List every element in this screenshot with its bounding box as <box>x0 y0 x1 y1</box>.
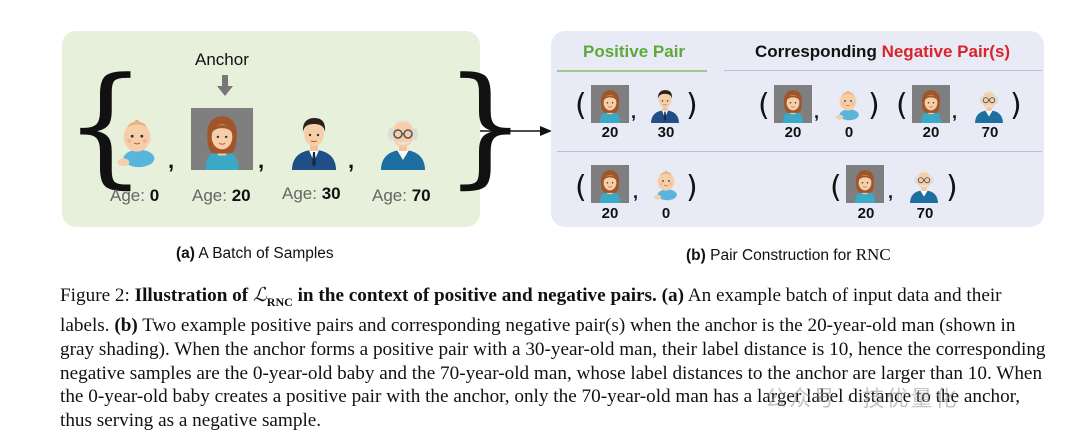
age-label: Age: 70 <box>372 186 431 205</box>
age-label: Age: 30 <box>282 184 341 203</box>
age-label: Age: 20 <box>192 186 251 205</box>
age-number: 20 <box>601 124 619 141</box>
panel-a-caption: (a) A Batch of Samples <box>176 245 334 262</box>
pair-panel <box>551 31 1044 227</box>
comma: , <box>814 102 820 122</box>
close-paren: ) <box>946 170 958 205</box>
panel-b-caption: (b) Pair Construction for RNC <box>686 245 891 264</box>
comma: , <box>888 182 894 202</box>
age-number: 0 <box>844 124 854 141</box>
comma: , <box>952 102 958 122</box>
young-woman-icon <box>846 165 884 203</box>
comma: , <box>258 148 265 173</box>
baby-icon <box>830 85 866 123</box>
comma: , <box>633 182 639 202</box>
open-paren: ( <box>575 170 587 205</box>
comma: , <box>631 102 637 122</box>
young-woman-icon <box>591 85 629 123</box>
anchor-label: Anchor <box>195 50 249 69</box>
open-paren: ( <box>575 88 587 123</box>
positive-underline <box>557 70 707 72</box>
old-man-icon <box>905 165 943 203</box>
negative-underline <box>724 70 1042 71</box>
age-label: Age: 0 <box>110 186 160 205</box>
age-number: 70 <box>981 124 999 141</box>
open-paren: ( <box>830 170 842 205</box>
young-woman-icon <box>774 85 812 123</box>
open-paren: ( <box>758 88 770 123</box>
age-number: 20 <box>601 205 619 222</box>
right-arrow-icon <box>480 126 552 136</box>
close-paren: ) <box>1010 88 1022 123</box>
close-paren: ) <box>686 170 698 205</box>
age-number: 0 <box>661 205 671 222</box>
age-number: 20 <box>922 124 940 141</box>
young-woman-icon <box>591 165 629 203</box>
down-arrow-icon <box>217 75 233 96</box>
open-paren: ( <box>896 88 908 123</box>
age-number: 20 <box>784 124 802 141</box>
man-in-suit-icon <box>646 85 684 123</box>
age-number: 70 <box>916 205 934 222</box>
age-number: 30 <box>657 124 675 141</box>
comma: , <box>168 148 175 173</box>
negative-pair-title: Corresponding Negative Pair(s) <box>755 42 1011 61</box>
baby-icon <box>108 110 166 172</box>
close-paren: ) <box>686 88 698 123</box>
baby-icon <box>648 165 684 203</box>
old-man-icon <box>970 85 1008 123</box>
young-woman-icon <box>912 85 950 123</box>
right-brace: } <box>444 49 527 201</box>
figure-caption: Figure 2: Illustration of ℒRNC in the co… <box>60 283 1046 431</box>
row-separator <box>557 151 1042 152</box>
age-number: 20 <box>857 205 875 222</box>
caption-bold-title: Illustration of ℒRNC in the context of p… <box>134 283 657 309</box>
positive-pair-title: Positive Pair <box>583 42 686 61</box>
figure-label: Figure 2: <box>60 285 130 306</box>
comma: , <box>348 148 355 173</box>
watermark: 公众号 · 技优量化 <box>765 386 959 411</box>
close-paren: ) <box>868 88 880 123</box>
old-man-icon <box>372 110 434 170</box>
young-woman-icon <box>191 108 253 170</box>
man-in-suit-icon <box>284 110 344 170</box>
